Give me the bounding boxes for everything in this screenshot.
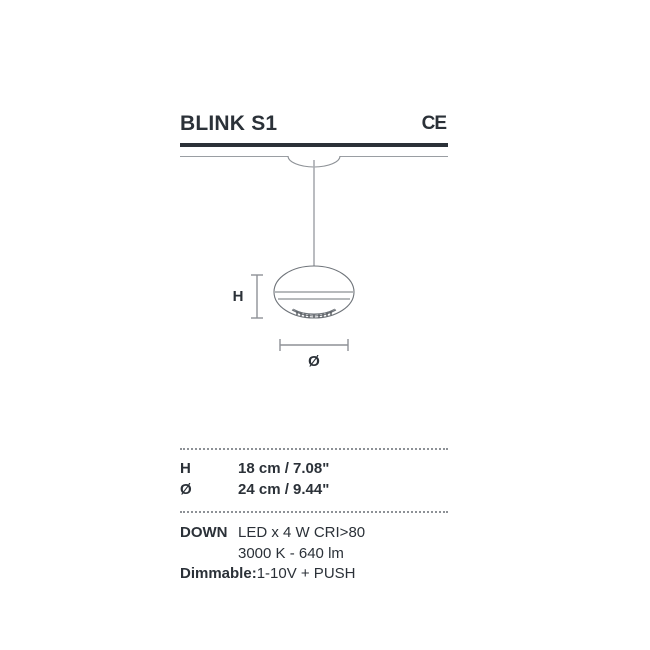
ce-mark-icon: CE [421,112,447,134]
height-dimension-marker [251,274,263,319]
separator-middle [180,511,448,513]
spec-dimmable-label: Dimmable: [180,565,257,582]
led-ring-lower-arc [292,308,336,315]
spec-dimmable-value: 1-10V + PUSH [256,565,356,582]
product-technical-drawing: H Ø [180,140,448,380]
spec-row-source: DOWN LED x 4 W CRI>80 [180,524,448,544]
spec-direction-label: DOWN [180,524,228,541]
dimension-key-diameter: Ø [180,481,192,498]
product-spec-sheet: BLINK S1 CE [180,0,448,650]
spec-source-value: LED x 4 W CRI>80 [238,524,366,541]
light-source-specs: DOWN LED x 4 W CRI>80 3000 K - 640 lm Di… [180,524,448,584]
spec-row-dimmable: Dimmable:1-10V + PUSH [180,564,448,584]
dimension-value-height: 18 cm / 7.08" [238,460,330,477]
led-diffuser-segments [296,311,332,318]
header: BLINK S1 CE [180,108,448,138]
diameter-dimension-label: Ø [308,353,320,370]
height-dimension-label: H [233,288,244,305]
title-underline-rule [180,143,448,147]
diameter-dimension-marker [279,339,349,351]
table-row: H 18 cm / 7.08" [180,460,448,481]
dimensions-table: H 18 cm / 7.08" Ø 24 cm / 9.44" [180,460,448,502]
fixture-drawing-svg: H Ø [233,155,355,370]
dimension-key-height: H [180,460,191,477]
dimension-value-diameter: 24 cm / 9.44" [238,481,330,498]
spec-output-value: 3000 K - 640 lm [238,545,344,562]
page-title: BLINK S1 [180,111,278,135]
table-row: Ø 24 cm / 9.44" [180,481,448,502]
separator-top [180,448,448,450]
